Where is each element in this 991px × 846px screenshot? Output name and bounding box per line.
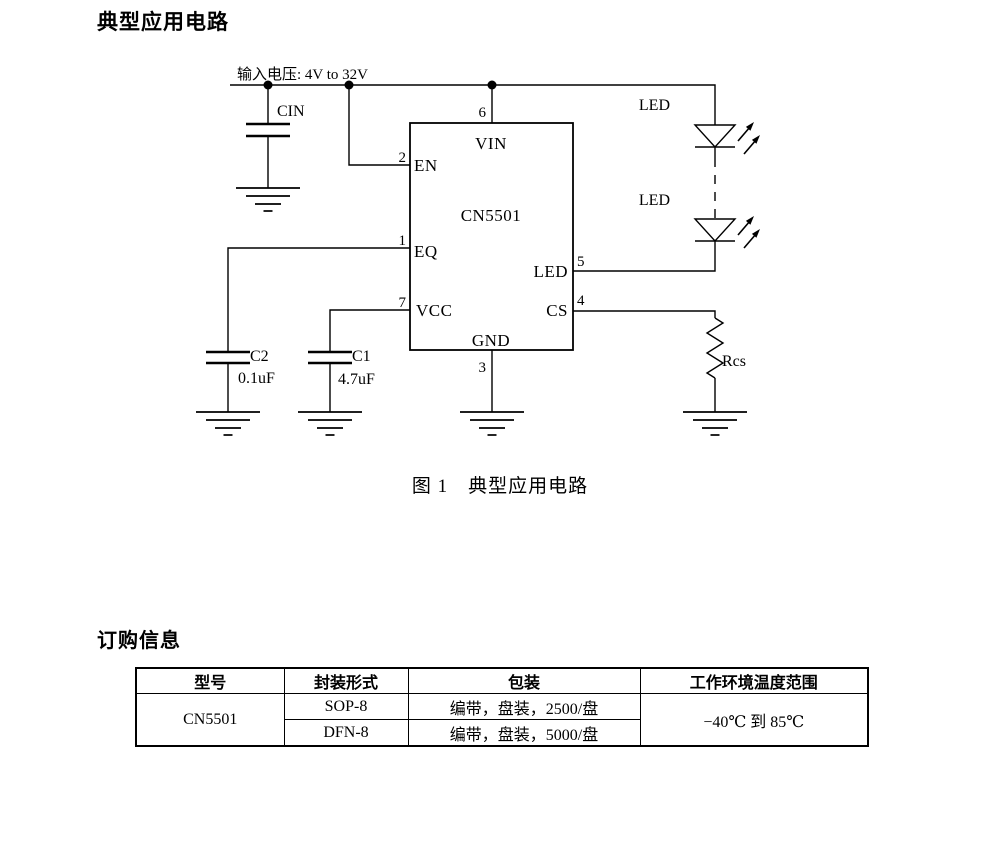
pin3-number: 3 <box>479 360 487 376</box>
supply-rail-wire <box>230 84 716 125</box>
table-header-row: 型号 封装形式 包装 工作环境温度范围 <box>135 667 869 694</box>
package-cell: SOP-8 <box>283 693 409 720</box>
chip-pin-cs-label: CS <box>546 301 568 320</box>
ordering-table: 型号 封装形式 包装 工作环境温度范围 CN5501 SOP-8 编带，盘装，2… <box>135 667 869 747</box>
pin6-number: 6 <box>479 105 487 121</box>
chip-pin-gnd-label: GND <box>472 331 510 350</box>
ground-symbol <box>195 411 261 436</box>
pin2-number: 2 <box>399 150 407 166</box>
pin5-number: 5 <box>577 254 585 270</box>
rcs-resistor: Rcs <box>573 310 748 436</box>
cin-capacitor: CIN <box>235 85 305 212</box>
gnd-pin-wire <box>459 350 525 436</box>
light-emission-arrows-icon <box>737 215 761 249</box>
c1-label: C1 <box>352 348 371 365</box>
led2-label: LED <box>639 192 670 209</box>
cin-label: CIN <box>277 103 305 120</box>
supply-voltage-label: 输入电压: 4V to 32V <box>237 66 368 83</box>
table-row: DFN-8 编带，盘装，5000/盘 <box>136 719 868 747</box>
packing-cell: 编带，盘装，2500/盘 <box>407 693 641 720</box>
typical-application-schematic: 输入电压: 4V to 32V CIN CN5501 6 2 1 7 5 4 3… <box>195 66 761 436</box>
table-row: CN5501 SOP-8 编带，盘装，2500/盘 −40℃ 到 85℃ <box>135 693 869 747</box>
col-header-packing: 包装 <box>407 667 641 694</box>
chip-pin-eq-label: EQ <box>414 242 438 261</box>
pin1-number: 1 <box>399 233 407 249</box>
model-cell: CN5501 <box>135 693 285 747</box>
figure-caption: 图 1 典型应用电路 <box>411 476 589 497</box>
led-pin-wire <box>573 241 716 272</box>
ground-symbol <box>297 411 363 436</box>
pin7-number: 7 <box>399 295 407 311</box>
chip-pin-en-label: EN <box>414 156 438 175</box>
c2-capacitor: C2 0.1uF <box>195 247 410 436</box>
pin4-number: 4 <box>577 293 585 309</box>
ordering-info-heading: 订购信息 <box>97 630 181 652</box>
package-cell: DFN-8 <box>283 719 409 747</box>
ground-symbol <box>682 411 748 436</box>
col-header-model: 型号 <box>135 667 285 694</box>
c1-value: 4.7uF <box>338 371 375 388</box>
c2-label: C2 <box>250 348 269 365</box>
chip-pin-vin-label: VIN <box>475 134 507 153</box>
ground-symbol <box>235 187 301 212</box>
col-header-package: 封装形式 <box>283 667 409 694</box>
led2-diode: LED <box>639 192 761 249</box>
led1-diode: LED <box>639 97 761 158</box>
light-emission-arrows-icon <box>737 121 761 155</box>
rcs-label: Rcs <box>722 353 746 370</box>
page-title: 典型应用电路 <box>97 11 229 34</box>
c1-capacitor: C1 4.7uF <box>297 309 410 436</box>
col-header-temp-range: 工作环境温度范围 <box>639 667 869 694</box>
chip-name: CN5501 <box>461 206 522 225</box>
packing-cell: 编带，盘装，5000/盘 <box>407 719 641 747</box>
temp-range-cell: −40℃ 到 85℃ <box>639 693 869 747</box>
chip-pin-vcc-label: VCC <box>416 301 452 320</box>
led1-label: LED <box>639 97 670 114</box>
c2-value: 0.1uF <box>238 370 275 387</box>
chip-pin-led-label: LED <box>533 262 568 281</box>
ground-symbol <box>459 411 525 436</box>
en-wire <box>348 85 410 166</box>
